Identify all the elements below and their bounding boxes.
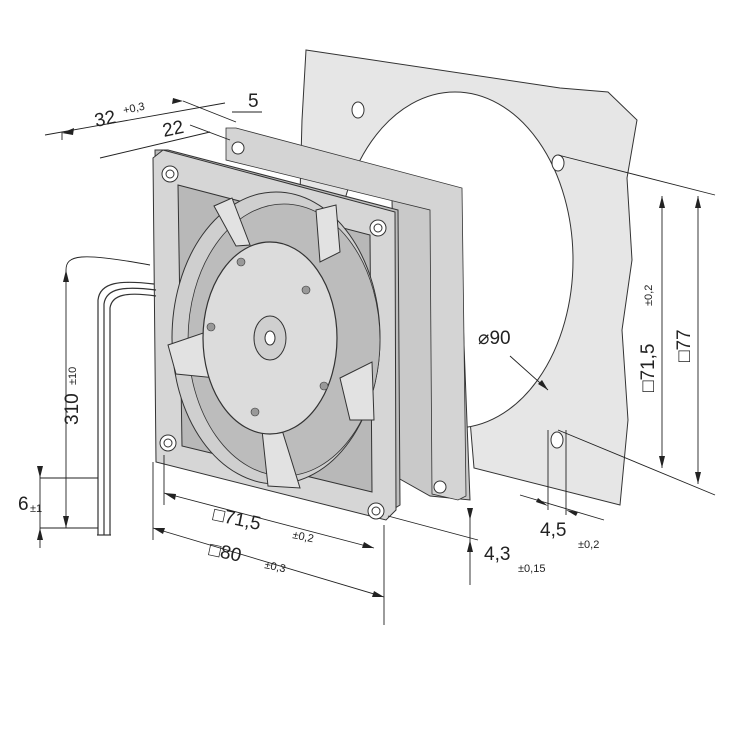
frame-size-label: □80 <box>207 539 243 566</box>
fan-blades <box>167 197 375 489</box>
dimension-labels: 32 +0,3 22 5 310 ±10 6 ±1 □71,5 ±0,2 □80… <box>18 91 695 575</box>
inner-depth-label: 22 <box>161 117 186 142</box>
hole-diameter-label: 4,3 <box>484 544 510 565</box>
cable-strip-label: 6 <box>18 494 29 515</box>
rear-hole-tl <box>231 141 245 155</box>
hole-diameter-tolerance: ±0,15 <box>518 563 545 575</box>
flange-label: 5 <box>248 91 259 112</box>
panel-hole-top-right <box>551 154 565 172</box>
panel-hole-diameter-label: 4,5 <box>540 520 566 541</box>
cable-length-tolerance: ±10 <box>67 367 79 385</box>
panel-hole-bottom-right <box>550 431 564 449</box>
cutout-diameter-label: ⌀90 <box>478 328 511 349</box>
depth-label: 32 <box>93 107 118 132</box>
front-mounting-holes <box>159 165 387 520</box>
depth-tolerance: +0,3 <box>122 101 146 117</box>
hole-pitch-front-label: □71,5 <box>211 504 263 535</box>
cable-length-label: 310 <box>62 393 83 425</box>
panel-size-label: □77 <box>674 329 695 362</box>
rear-hole-br <box>433 480 447 494</box>
hole-pitch-front-tolerance: ±0,2 <box>291 529 314 545</box>
dimension-lines <box>39 100 716 625</box>
fan-rear-frame <box>225 127 471 501</box>
fan-front-frame <box>152 149 401 521</box>
panel-hole-diameter-tolerance: ±0,2 <box>578 539 599 551</box>
panel-pitch-tolerance: ±0,2 <box>643 285 655 306</box>
arrowheads <box>37 98 701 597</box>
cable <box>97 281 157 536</box>
cable-strip-tolerance: ±1 <box>30 503 42 515</box>
frame-size-tolerance: ±0,3 <box>263 559 286 575</box>
panel-pitch-label: □71,5 <box>638 344 659 392</box>
panel-hole-top-left <box>351 101 365 119</box>
